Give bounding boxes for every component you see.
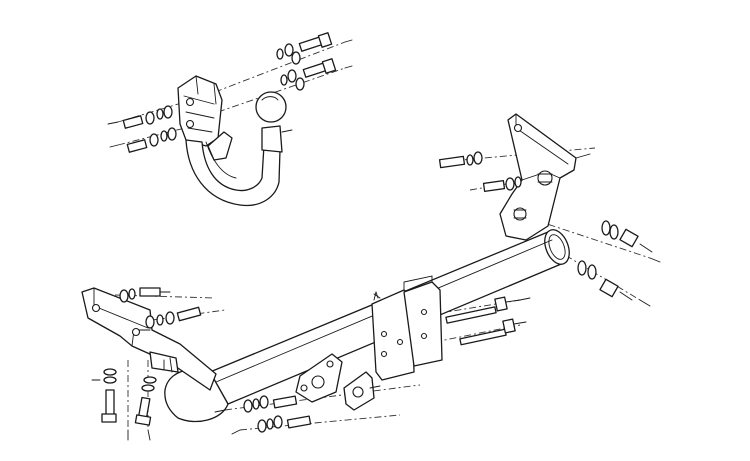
bolt — [276, 32, 333, 60]
bottom-bolts — [243, 395, 312, 433]
electric-socket-plate — [295, 353, 381, 411]
right-far-nuts — [577, 220, 653, 301]
left-vertical-bolts — [101, 368, 157, 426]
leader-lines — [91, 39, 661, 441]
tow-ball-neck — [177, 75, 293, 207]
left-bracket-bolts — [119, 287, 202, 329]
right-side-bracket — [499, 113, 591, 241]
bolt — [280, 58, 337, 86]
center-mounting-plates — [371, 275, 443, 381]
neck-bolts-right — [276, 32, 337, 91]
right-bracket-bolts — [438, 151, 522, 193]
center-bolts — [445, 296, 527, 346]
left-side-bracket — [81, 287, 217, 391]
neck-bolts-left — [122, 105, 177, 153]
